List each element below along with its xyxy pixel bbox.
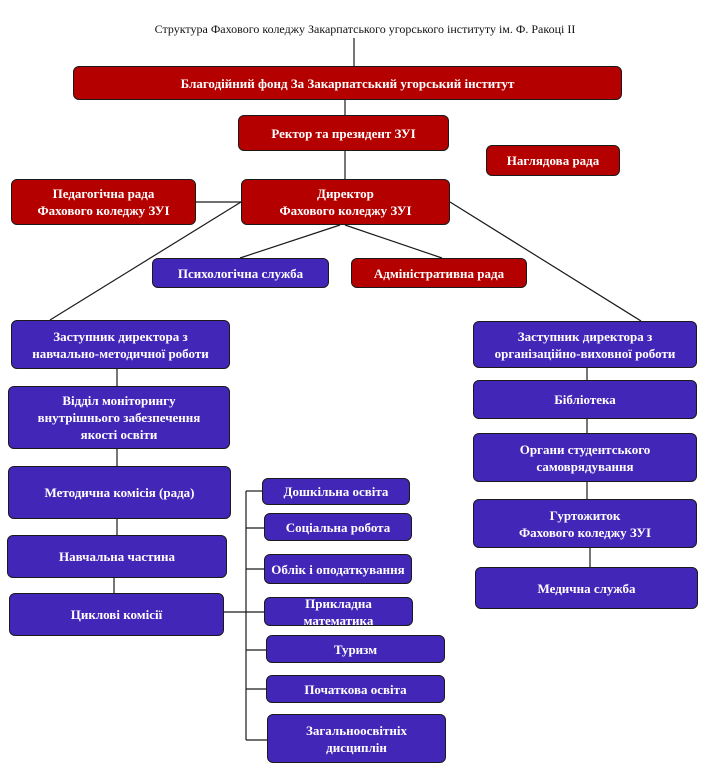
node-rector: Ректор та президент ЗУІ — [238, 115, 449, 151]
node-cycle-commissions: Циклові комісії — [9, 593, 224, 636]
connector-director-admin — [344, 224, 443, 259]
cycle-item-preschool: Дошкільна освіта — [262, 478, 410, 505]
node-academic-unit: Навчальна частина — [7, 535, 227, 578]
cycle-item-social-work: Соціальна робота — [264, 513, 412, 541]
node-foundation: Благодійний фонд За Закарпатський угорсь… — [73, 66, 622, 100]
cycle-item-applied-math: Прикладна математика — [264, 596, 413, 628]
cycle-item-primary-education: Початкова освіта — [266, 675, 445, 703]
node-medical-service: Медична служба — [475, 567, 698, 609]
connector-director-deputy-org — [449, 201, 642, 322]
node-quality-monitoring: Відділ моніторингу внутрішнього забезпеч… — [8, 386, 230, 449]
node-deputy-academic: Заступник директора з навчально-методичн… — [11, 320, 230, 369]
node-director: Директор Фахового коледжу ЗУІ — [241, 179, 450, 225]
node-deputy-organizational: Заступник директора з організаційно-вихо… — [473, 321, 697, 368]
node-student-government: Органи студентського самоврядування — [473, 433, 697, 482]
node-supervisory-board: Наглядова рада — [486, 145, 620, 176]
connector-director-psych — [239, 224, 341, 259]
connector-director-deputy-academic — [49, 201, 242, 321]
node-psychological-service: Психологічна служба — [152, 258, 329, 288]
cycle-item-accounting: Облік і оподаткування — [264, 554, 412, 584]
chart-title: Структура Фахового коледжу Закарпатськог… — [154, 22, 576, 36]
node-methodical-commission: Методична комісія (рада) — [8, 466, 231, 519]
node-dormitory: Гуртожиток Фахового коледжу ЗУІ — [473, 499, 697, 548]
cycle-item-general-disciplines: Загальноосвітніх дисциплін — [267, 714, 446, 763]
node-pedagogical-council: Педагогічна рада Фахового коледжу ЗУІ — [11, 179, 196, 225]
cycle-item-tourism: Туризм — [266, 635, 445, 663]
node-library: Бібліотека — [473, 380, 697, 419]
node-administrative-council: Адміністративна рада — [351, 258, 527, 288]
